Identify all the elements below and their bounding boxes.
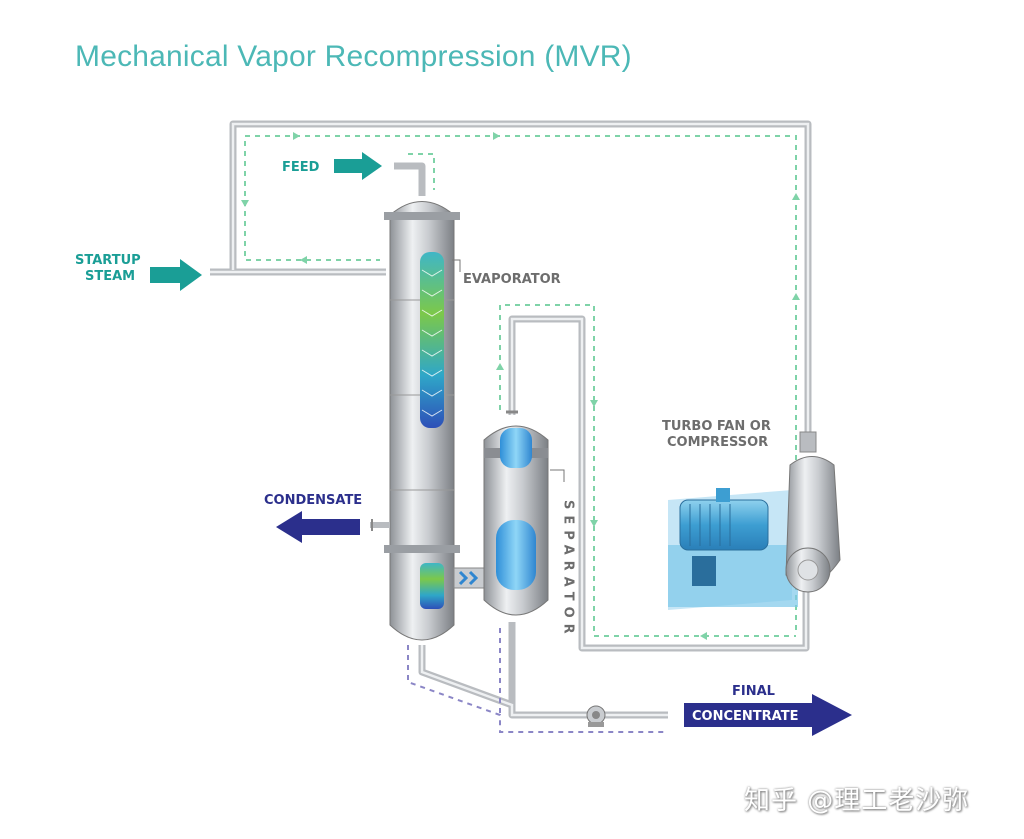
final-concentrate-arrow-icon	[684, 694, 852, 736]
separator-vessel	[483, 410, 549, 616]
vapor-pipe-highlight	[210, 122, 810, 717]
evaporator-vessel	[370, 201, 460, 641]
compressor-unit	[668, 431, 841, 610]
condensate-arrow-icon	[276, 511, 360, 543]
compressor-label-line1: TURBO FAN OR	[662, 419, 771, 434]
feed-arrow-icon	[334, 152, 382, 180]
pump-icon	[586, 705, 606, 727]
compressor-label-line2: COMPRESSOR	[667, 435, 768, 450]
startup-label-line2: STEAM	[85, 269, 135, 284]
startup-label-line1: STARTUP	[75, 253, 141, 268]
vapor-flow-arrows	[241, 132, 800, 640]
startup-steam-arrow-icon	[150, 259, 202, 291]
evaporator-label: EVAPORATOR	[463, 272, 561, 287]
evaporator-separator-link	[453, 567, 487, 589]
vapor-flow-lines	[244, 135, 797, 637]
watermark: 知乎 @理工老沙弥	[744, 786, 970, 816]
separator-callout	[550, 469, 565, 482]
evaporator-callout	[452, 259, 461, 272]
liquid-flow-lines	[407, 628, 668, 733]
separator-label: SEPARATOR	[561, 500, 576, 640]
final-label-line1: FINAL	[732, 684, 775, 699]
page-title: Mechanical Vapor Recompression (MVR)	[75, 40, 632, 73]
condensate-label: CONDENSATE	[264, 493, 362, 508]
final-label-line2: CONCENTRATE	[692, 709, 798, 724]
feed-label: FEED	[282, 160, 320, 175]
